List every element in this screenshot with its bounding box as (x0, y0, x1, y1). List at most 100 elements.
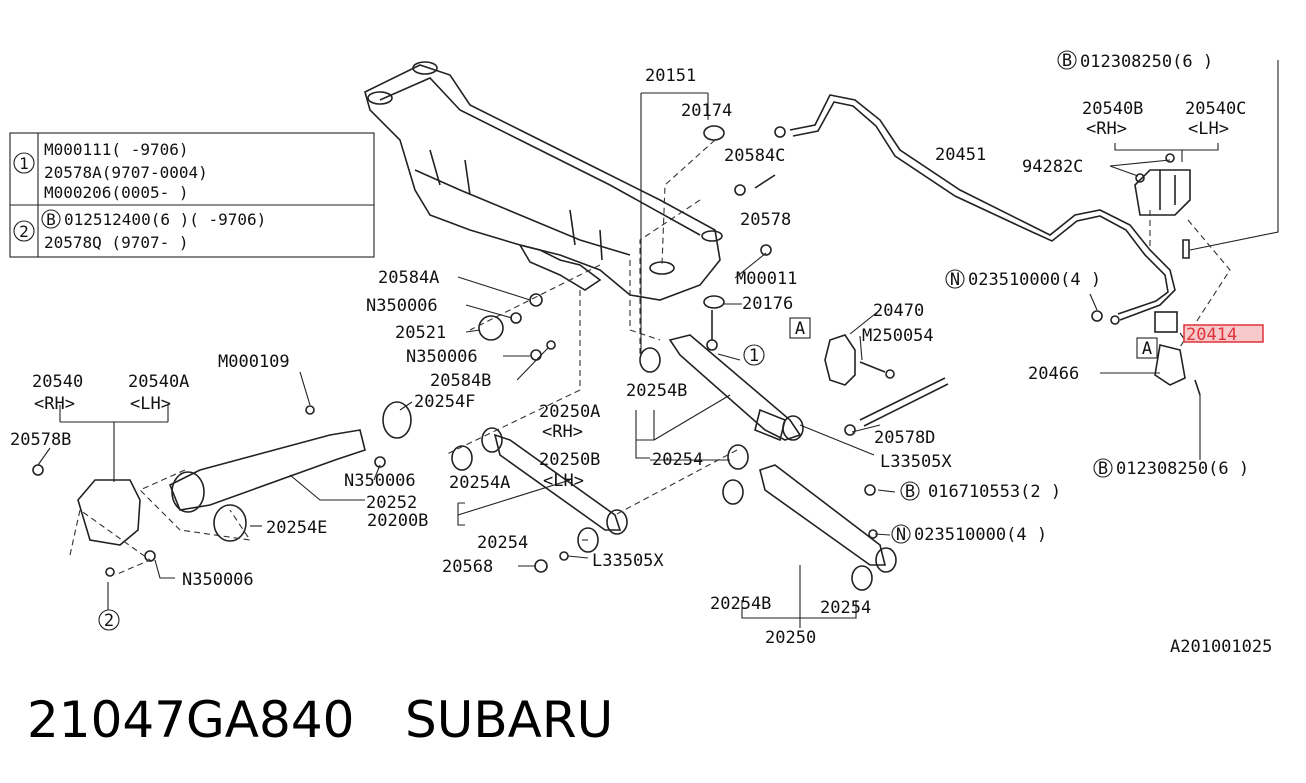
trailing-link-drawing (32, 401, 412, 577)
label-n350006-d: N350006 (182, 570, 254, 590)
label-20540: 20540 (32, 372, 83, 392)
legend-marker-2 (13, 220, 35, 242)
n-mark-bottom-text: N (896, 525, 906, 545)
ref-box-a2-text: A (1142, 339, 1152, 359)
ref-box-a1 (789, 317, 811, 339)
label-20252: 20252 (366, 493, 417, 513)
label-20250a: 20250A (539, 402, 600, 422)
legend-b-marker (41, 209, 61, 229)
label-20254-b: 20254 (477, 533, 528, 553)
label-lh-mid: <LH> (543, 471, 584, 491)
label-20578: 20578 (740, 210, 791, 230)
stabilizer-link-drawing (824, 334, 895, 386)
label-20174: 20174 (681, 101, 732, 121)
label-lh-top: <LH> (1188, 119, 1229, 139)
footer: 21047GA840 SUBARU (27, 691, 613, 749)
label-012308250-bottom: 012308250(6 ) (1116, 459, 1249, 479)
brand-name: SUBARU (405, 691, 613, 749)
label-20521: 20521 (395, 323, 446, 343)
label-rh-top: <RH> (1086, 119, 1127, 139)
reference-markers: 1 2 A A B B B N N (98, 50, 1158, 631)
label-20151: 20151 (645, 66, 696, 86)
n-mark-top-text: N (950, 270, 960, 290)
part-number: 21047GA840 (27, 691, 354, 749)
label-20254-a: 20254 (652, 450, 703, 470)
label-012308250-top: 012308250(6 ) (1080, 52, 1213, 72)
legend-row2-line2: 20578Q (9707- ) (44, 233, 189, 252)
lateral-link-drawing (451, 334, 949, 591)
label-20568: 20568 (442, 557, 493, 577)
label-20250: 20250 (765, 628, 816, 648)
legend-marker-2-text: 2 (19, 222, 29, 241)
leader-lines (37, 60, 1279, 628)
label-20540b: 20540B (1082, 99, 1143, 119)
b-mark-top-text: B (1062, 51, 1072, 71)
label-20470: 20470 (873, 301, 924, 321)
label-20414[interactable]: 20414 (1186, 325, 1237, 345)
dashed-guides (69, 139, 1231, 576)
label-20584a: 20584A (378, 268, 439, 288)
n-mark-top (945, 269, 965, 289)
label-20250b: 20250B (539, 450, 600, 470)
label-lh-left: <LH> (130, 394, 171, 414)
label-20254b-a: 20254B (626, 381, 687, 401)
diagram-code: A201001025 (1170, 637, 1272, 657)
callout-circle-2 (98, 609, 120, 631)
callout-circle-1-text: 1 (749, 346, 759, 366)
label-n350006-a: N350006 (366, 296, 438, 316)
label-94282c: 94282C (1022, 157, 1083, 177)
ref-box-a2 (1136, 337, 1158, 359)
stabilizer-bracket-drawing (1134, 153, 1191, 259)
label-20540c: 20540C (1185, 99, 1246, 119)
label-20176: 20176 (742, 294, 793, 314)
b-mark-bottom-right-text: B (1098, 459, 1108, 479)
legend-marker-1-text: 1 (19, 154, 29, 173)
ref-box-a1-text: A (795, 319, 805, 339)
label-m250054: M250054 (862, 326, 934, 346)
legend-row1-line3: M000206(0005- ) (44, 183, 189, 202)
label-023510000-bottom: 023510000(4 ) (914, 525, 1047, 545)
label-20578d: 20578D (874, 428, 935, 448)
callout-circle-1 (743, 344, 765, 366)
label-20578b: 20578B (10, 430, 71, 450)
label-023510000-top: 023510000(4 ) (968, 270, 1101, 290)
label-l33505x-a: L33505X (880, 452, 952, 472)
b-mark-mid (900, 481, 920, 501)
label-20200b: 20200B (367, 511, 428, 531)
label-20254a: 20254A (449, 473, 510, 493)
label-20254-c: 20254 (820, 598, 871, 618)
highlight-box-20414 (1183, 324, 1264, 343)
label-n350006-c: N350006 (344, 471, 416, 491)
b-mark-bottom-right (1093, 458, 1113, 478)
legend-table: 1 2 M000111( -9706) 20578A(9707-0004) M0… (9, 132, 375, 258)
label-20466: 20466 (1028, 364, 1079, 384)
label-rh-mid: <RH> (542, 422, 583, 442)
legend-row1-line1: M000111( -9706) (44, 140, 189, 159)
stabilizer-bar-drawing (774, 94, 1176, 321)
legend-marker-1 (13, 152, 35, 174)
label-m000111: M00011 (736, 269, 797, 289)
crossmember-drawing (364, 61, 723, 301)
label-l33505x-b: L33505X (592, 551, 664, 571)
callout-circle-2-text: 2 (104, 611, 114, 631)
legend-row1-line2: 20578A(9707-0004) (44, 163, 208, 182)
hardware-drawing (478, 125, 878, 573)
b-mark-top (1057, 50, 1077, 70)
label-016710553: 016710553(2 ) (928, 482, 1061, 502)
label-20254b-b: 20254B (710, 594, 771, 614)
n-mark-bottom (891, 524, 911, 544)
label-20254e: 20254E (266, 518, 327, 538)
label-20584c: 20584C (724, 146, 785, 166)
label-20584b: 20584B (430, 371, 491, 391)
label-rh-left: <RH> (34, 394, 75, 414)
legend-row2-line1: 012512400(6 )( -9706) (64, 210, 266, 229)
bushing-drawing (1091, 310, 1201, 396)
part-labels: 20151 20174 20584C 20578 20451 012308250… (10, 52, 1272, 657)
legend-b-marker-text: B (46, 210, 56, 229)
label-20254f: 20254F (414, 392, 475, 412)
label-20451: 20451 (935, 145, 986, 165)
b-mark-mid-text: B (905, 482, 915, 502)
label-n350006-b: N350006 (406, 347, 478, 367)
label-20540a: 20540A (128, 372, 189, 392)
